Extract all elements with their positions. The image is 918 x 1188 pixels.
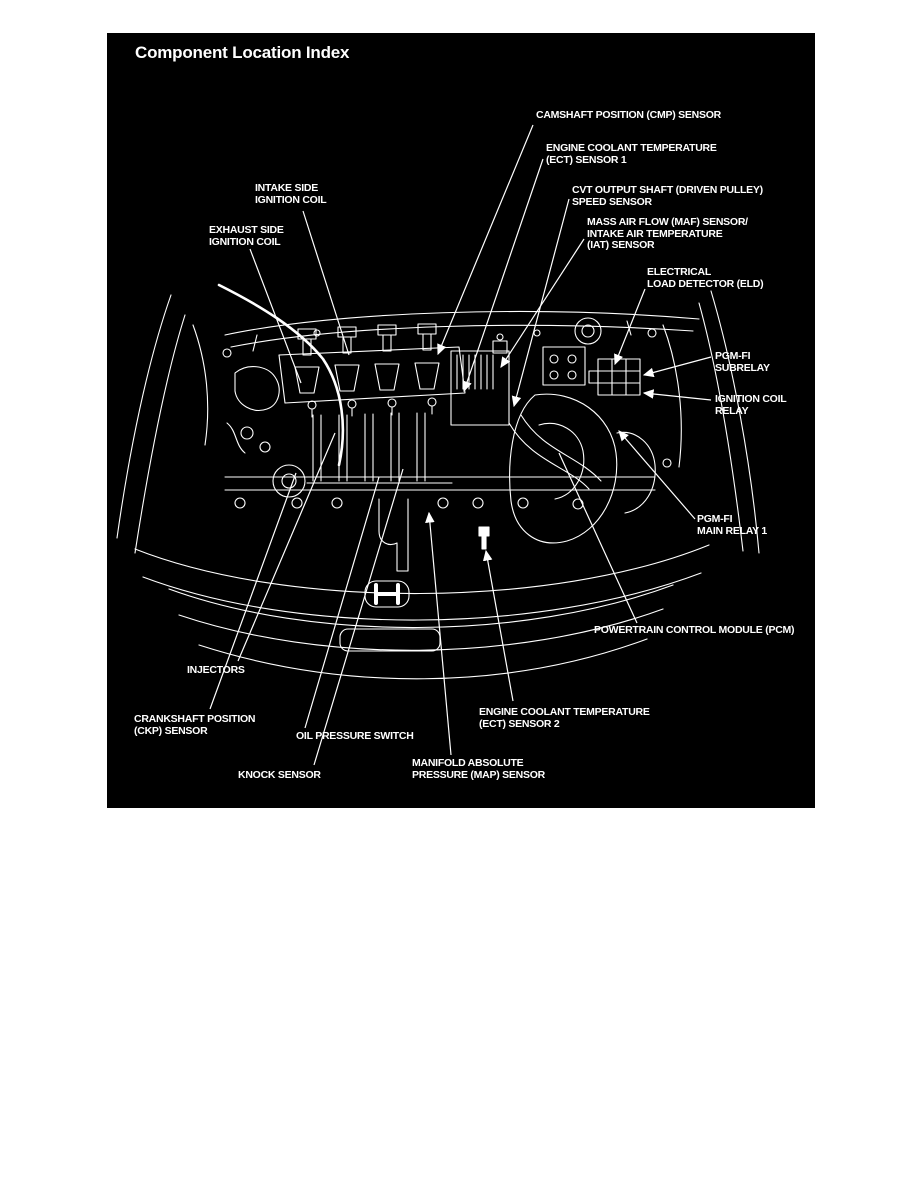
leader-maf-iat-sensor [500, 238, 585, 369]
label-map-sensor: MANIFOLD ABSOLUTE PRESSURE (MAP) SENSOR [412, 757, 546, 781]
label-intake-ignition-coil: INTAKE SIDE IGNITION COIL [255, 182, 327, 206]
engine-bay-illustration [116, 124, 760, 766]
leader-knock-sensor [313, 468, 404, 766]
leader-cmp-sensor [437, 124, 534, 356]
leader-ect-sensor-1 [462, 158, 544, 393]
page-title: Component Location Index [135, 43, 350, 62]
leader-exhaust-coil [249, 248, 302, 384]
leader-lines [209, 124, 712, 766]
component-location-panel: Component Location Index [107, 33, 815, 808]
label-maf-iat-sensor: MASS AIR FLOW (MAF) SENSOR/ INTAKE AIR T… [587, 216, 748, 251]
leader-pgm-fi-subrelay [642, 356, 712, 378]
label-ckp-sensor: CRANKSHAFT POSITION (CKP) SENSOR [134, 713, 256, 737]
label-oil-pressure-switch: OIL PRESSURE SWITCH [296, 730, 414, 742]
label-ect-sensor-2: ENGINE COOLANT TEMPERATURE (ECT) SENSOR … [479, 706, 650, 730]
leader-injectors [237, 432, 336, 662]
label-exhaust-ignition-coil: EXHAUST SIDE IGNITION COIL [209, 224, 284, 248]
label-ignition-coil-relay: IGNITION COIL RELAY [715, 393, 787, 417]
engine-assembly [222, 317, 672, 550]
label-ect-sensor-1: ENGINE COOLANT TEMPERATURE (ECT) SENSOR … [546, 142, 717, 166]
leader-oil-pressure-switch [304, 476, 380, 729]
label-pgm-fi-main-relay-1: PGM-FI MAIN RELAY 1 [697, 513, 767, 537]
label-injectors: INJECTORS [187, 664, 245, 676]
honda-emblem-icon [364, 580, 410, 608]
label-cmp-sensor: CAMSHAFT POSITION (CMP) SENSOR [536, 109, 722, 121]
label-cvt-output-shaft: CVT OUTPUT SHAFT (DRIVEN PULLEY) SPEED S… [572, 184, 763, 208]
leader-pgm-fi-main-relay-1 [618, 430, 696, 520]
leader-ect-sensor-2 [482, 549, 514, 702]
leader-pcm [558, 452, 638, 624]
label-pgm-fi-subrelay: PGM-FI SUBRELAY [715, 350, 770, 374]
leader-intake-coil [302, 210, 350, 356]
leader-ignition-coil-relay [642, 389, 712, 401]
label-pcm: POWERTRAIN CONTROL MODULE (PCM) [594, 624, 795, 636]
leader-cvt-output-shaft [511, 198, 570, 408]
leader-ckp-sensor [209, 472, 297, 710]
leader-map-sensor [425, 511, 452, 756]
label-knock-sensor: KNOCK SENSOR [238, 769, 321, 781]
label-eld: ELECTRICAL LOAD DETECTOR (ELD) [647, 266, 764, 290]
leader-eld [614, 288, 646, 366]
